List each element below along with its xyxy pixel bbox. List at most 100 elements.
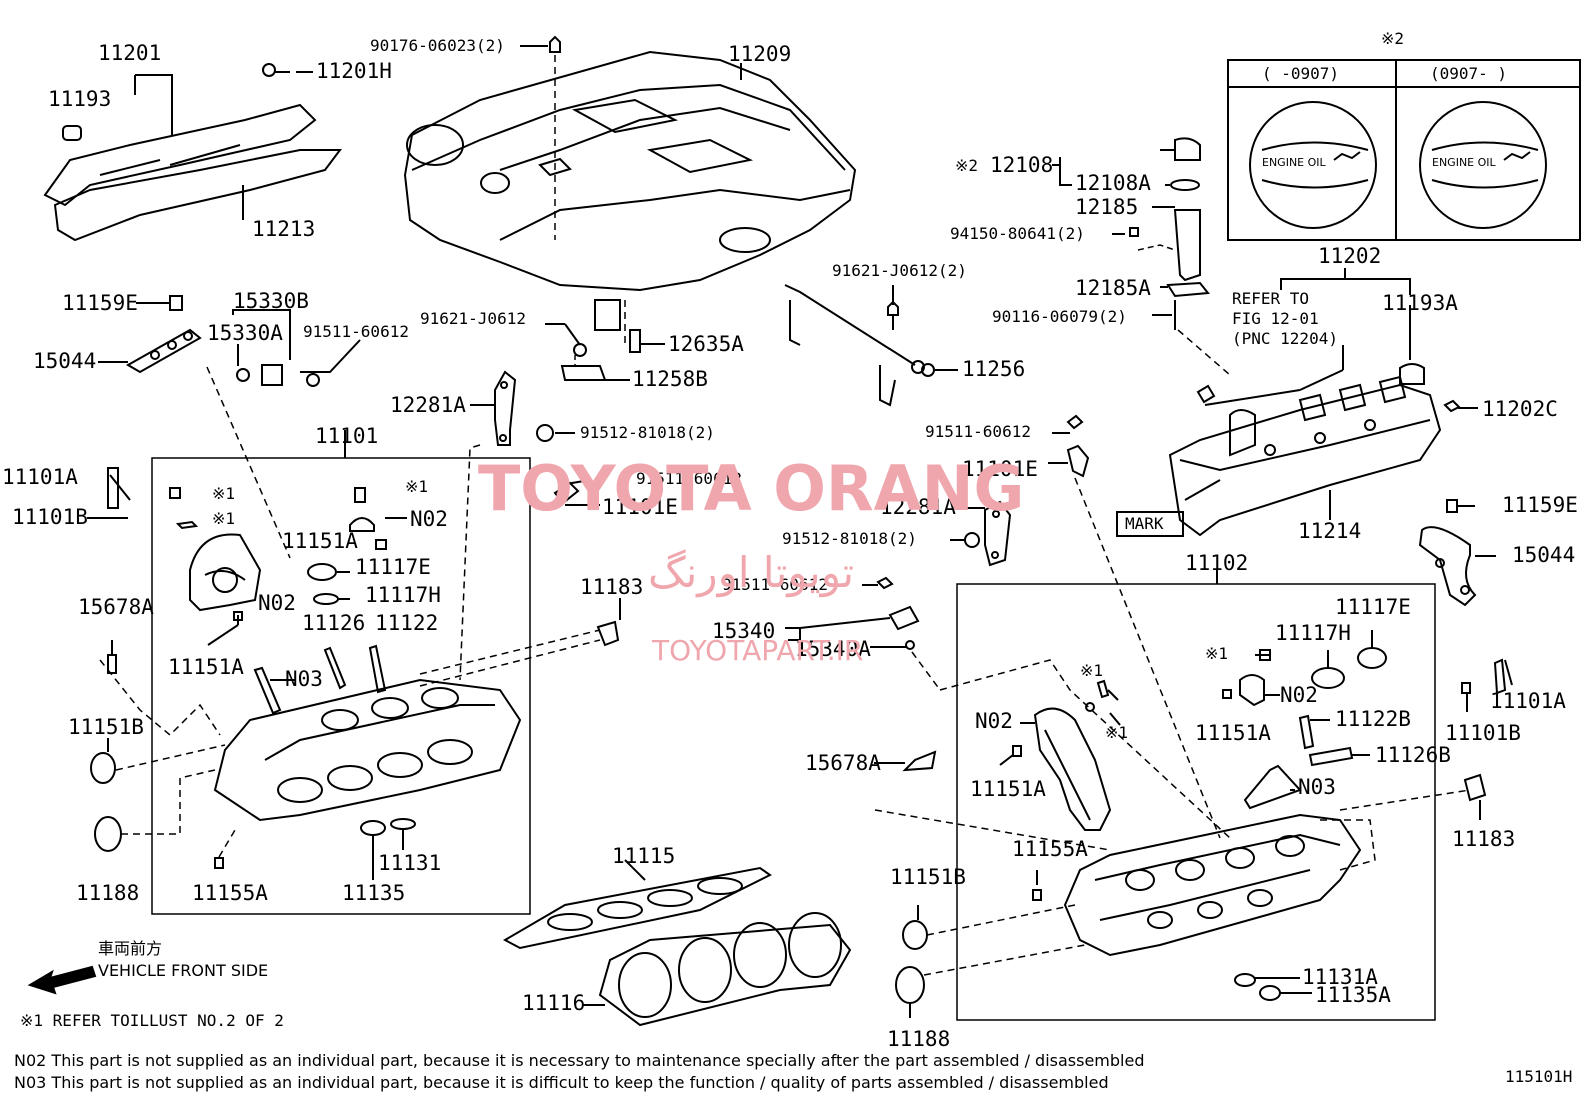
label-11188-left[interactable]: 11188 (76, 881, 140, 905)
label-11117E-right[interactable]: 11117E (1335, 595, 1411, 619)
label-11101[interactable]: 11101 (315, 424, 379, 448)
label-11126B[interactable]: 11126B (1375, 743, 1451, 767)
label-11117H-left[interactable]: 11117H (365, 583, 441, 607)
label-11116[interactable]: 11116 (522, 991, 586, 1015)
label-11101B-right[interactable]: 11101B (1445, 721, 1521, 745)
label-12281A-left[interactable]: 12281A (390, 393, 466, 417)
label-15340[interactable]: 15340 (712, 619, 776, 643)
label-11155A-left[interactable]: 11155A (192, 881, 268, 905)
gasket-11116-drawing (598, 912, 852, 1027)
label-11202C[interactable]: 11202C (1482, 397, 1558, 421)
bracket-11256-drawing (784, 284, 935, 407)
label-91621-J0612-2[interactable]: 91621-J0612(2) (832, 261, 967, 280)
star1-f: ※1 (1105, 723, 1129, 742)
label-94150-80641[interactable]: 94150-80641(2) (950, 224, 1085, 243)
oil-cap-left-drawing (1249, 101, 1377, 229)
label-11101A-right[interactable]: 11101A (1490, 689, 1566, 713)
valve-cover-right-drawing (1168, 375, 1442, 537)
label-11188-right[interactable]: 11188 (887, 1027, 951, 1051)
bracket-12281A-left-drawing (494, 370, 517, 446)
label-11151A-a[interactable]: 11151A (282, 529, 358, 553)
label-91621-J0612[interactable]: 91621-J0612 (420, 309, 526, 328)
label-11101B-left[interactable]: 11101B (12, 505, 88, 529)
label-12281A-right[interactable]: 12281A (880, 495, 956, 519)
refer-line-3: (PNC 12204) (1232, 329, 1338, 348)
label-15330A[interactable]: 15330A (207, 321, 283, 345)
label-11126[interactable]: 11126 (302, 611, 366, 635)
label-11193A[interactable]: 11193A (1382, 291, 1458, 315)
label-11213[interactable]: 11213 (252, 217, 316, 241)
label-11135[interactable]: 11135 (342, 881, 406, 905)
refer-line-1: REFER TO (1232, 289, 1310, 308)
label-12185[interactable]: 12185 (1075, 195, 1139, 219)
label-N03-a[interactable]: N03 (285, 667, 323, 691)
label-11122[interactable]: 11122 (375, 611, 439, 635)
label-15044-left[interactable]: 15044 (33, 349, 97, 373)
label-91512-81018-b[interactable]: 91512-81018(2) (782, 529, 917, 548)
label-N02-right-b[interactable]: N02 (975, 709, 1013, 733)
label-12185A[interactable]: 12185A (1075, 276, 1151, 300)
label-91512-81018-a[interactable]: 91512-81018(2) (580, 423, 715, 442)
label-11209[interactable]: 11209 (728, 42, 792, 66)
label-11159E-right[interactable]: 11159E (1502, 493, 1578, 517)
label-90176-06023[interactable]: 90176-06023(2) (370, 36, 505, 55)
label-11201[interactable]: 11201 (98, 41, 162, 65)
label-N03-right[interactable]: N03 (1298, 775, 1336, 799)
front-label-jp: 車両前方 (98, 939, 163, 958)
label-15330B[interactable]: 15330B (233, 289, 309, 313)
label-11151A-b[interactable]: 11151A (168, 655, 244, 679)
note-n03: N03 This part is not supplied as an indi… (14, 1073, 1109, 1092)
label-11151A-right-a[interactable]: 11151A (1195, 721, 1271, 745)
inset-box-oil-cap (1227, 59, 1581, 241)
label-11201H[interactable]: 11201H (316, 59, 392, 83)
label-91511-60612-d[interactable]: 91511-60612 (722, 575, 828, 594)
mark-label: MARK (1125, 514, 1164, 533)
label-11193[interactable]: 11193 (48, 87, 112, 111)
label-11256[interactable]: 11256 (962, 357, 1026, 381)
label-11151B-right[interactable]: 11151B (890, 865, 966, 889)
label-11117H-right[interactable]: 11117H (1275, 621, 1351, 645)
label-11122B[interactable]: 11122B (1335, 707, 1411, 731)
star1-e: ※1 (1080, 661, 1104, 680)
label-11131A[interactable]: 11131A (1302, 965, 1378, 989)
label-11258B[interactable]: 11258B (632, 367, 708, 391)
label-11159E-left[interactable]: 11159E (62, 291, 138, 315)
label-N02-b[interactable]: N02 (258, 591, 296, 615)
label-11117E-left[interactable]: 11117E (355, 555, 431, 579)
label-N02-right-a[interactable]: N02 (1280, 683, 1318, 707)
label-12108A[interactable]: 12108A (1075, 171, 1151, 195)
label-11115[interactable]: 11115 (612, 844, 676, 868)
label-15678A-right[interactable]: 15678A (805, 751, 881, 775)
label-11214[interactable]: 11214 (1298, 519, 1362, 543)
watermark-site: TOYOTAPART.IR (652, 634, 864, 667)
refer-illust-note: ※1 REFER TOILLUST NO.2 OF 2 (20, 1011, 284, 1030)
label-11183-right[interactable]: 11183 (1452, 827, 1516, 851)
label-91511-60612-c[interactable]: 91511-60612 (925, 422, 1031, 441)
label-11135A[interactable]: 11135A (1315, 983, 1391, 1007)
label-11102[interactable]: 11102 (1185, 551, 1249, 575)
label-12108[interactable]: 12108 (990, 153, 1054, 177)
label-11101E-right[interactable]: 11101E (962, 457, 1038, 481)
label-11101E-left[interactable]: 11101E (602, 495, 678, 519)
label-91511-60612-a[interactable]: 91511-60612 (303, 322, 409, 341)
label-91511-60612-b[interactable]: 91511-60612 (636, 469, 742, 488)
label-15678A-left[interactable]: 15678A (78, 595, 154, 619)
label-11131[interactable]: 11131 (378, 851, 442, 875)
label-11151A-right-b[interactable]: 11151A (970, 777, 1046, 801)
label-11151B-left[interactable]: 11151B (68, 715, 144, 739)
oil-cap-text-right: ENGINE OIL (1432, 156, 1496, 169)
star2-12108: ※2 (955, 156, 979, 175)
label-90116-06079[interactable]: 90116-06079(2) (992, 307, 1127, 326)
label-15340A[interactable]: 15340A (795, 637, 871, 661)
label-15044-right[interactable]: 15044 (1512, 543, 1576, 567)
label-N02-a[interactable]: N02 (410, 507, 448, 531)
label-11183-left[interactable]: 11183 (580, 575, 644, 599)
oil-cap-right-drawing (1419, 101, 1547, 229)
label-11101A-left[interactable]: 11101A (2, 465, 78, 489)
label-11155A-right[interactable]: 11155A (1012, 837, 1088, 861)
watermark-main: TOYOTA ORANG (478, 452, 1025, 525)
label-11202[interactable]: 11202 (1318, 244, 1382, 268)
label-12635A[interactable]: 12635A (668, 332, 744, 356)
